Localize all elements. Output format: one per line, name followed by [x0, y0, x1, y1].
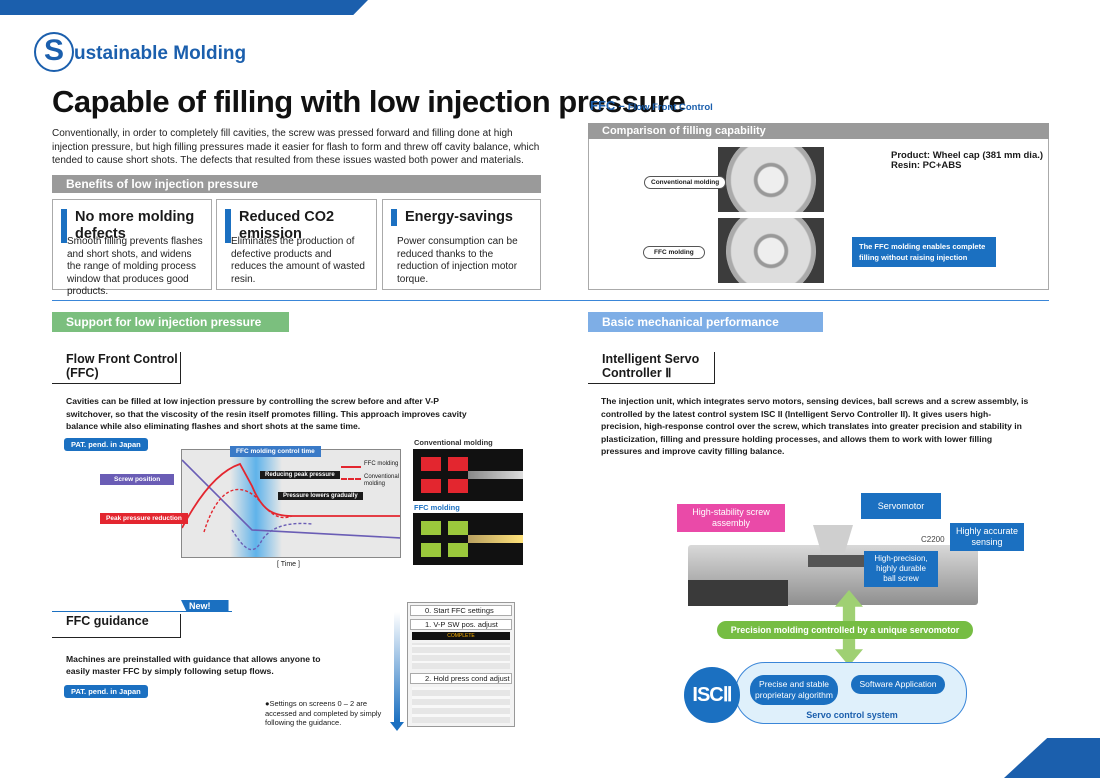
software-pill: Software Application: [851, 675, 945, 694]
callout-screw: High-stability screw assembly: [677, 504, 785, 532]
callout-ball-screw: High-precision, highly durable ball scre…: [864, 551, 938, 587]
ffc-mold-image: [413, 513, 523, 565]
benefit-title: Reduced CO2 emission: [225, 209, 376, 243]
callout-sensing: Highly accurate sensing: [950, 523, 1024, 551]
ffc-title: FFC − Flow Front Control: [590, 98, 713, 113]
benefit-title: No more molding defects: [61, 209, 211, 243]
algorithm-pill: Precise and stable proprietary algorithm: [750, 675, 838, 705]
lowers-gradually-label: Pressure lowers gradually: [278, 492, 363, 500]
callout-servo: Servomotor: [861, 493, 941, 519]
benefit-box-defects: No more molding defects Smooth filling p…: [52, 199, 212, 297]
product-text: Product: Wheel cap (381 mm dia.): [891, 150, 1044, 161]
wheel-cap-image-ffc: [718, 218, 824, 283]
patent-pending-badge: PAT. pend. in Japan: [64, 438, 148, 451]
servo-system-label: Servo control system: [806, 710, 898, 720]
pressure-chart: [181, 449, 401, 558]
pressure-curves: [182, 459, 400, 551]
support-heading: Support for low injection pressure: [52, 312, 289, 332]
flow-arrow: [394, 612, 400, 722]
legend-ffc: FFC molding: [364, 461, 399, 467]
ffc-pressure-curve: [182, 462, 400, 529]
page-title: Capable of filling with low injection pr…: [52, 84, 686, 119]
header-band: [0, 0, 368, 15]
flow-arrow-head: [390, 722, 404, 731]
divider: [52, 300, 1049, 301]
guidance-description: Machines are preinstalled with guidance …: [66, 654, 321, 676]
wheel-cap-image-conventional: [718, 147, 824, 212]
ffc-molding-label: FFC molding: [414, 503, 460, 512]
screen-params-2: [412, 687, 510, 723]
conventional-molding-label: Conventional molding: [414, 438, 493, 447]
legend-conventional: Conventional molding: [364, 474, 400, 487]
conventional-screw-curve: [231, 522, 313, 551]
benefit-title: Energy-savings: [391, 209, 513, 226]
benefit-text: Smooth filling prevents flashes and shor…: [67, 236, 203, 297]
benefits-heading: Benefits of low injection pressure: [52, 175, 541, 193]
machine-model: C2200: [921, 535, 945, 544]
new-line: [52, 611, 232, 612]
conventional-label: Conventional molding: [644, 176, 727, 189]
screen-params: [412, 643, 510, 669]
section-logo-text: ustainable Molding: [74, 43, 247, 64]
legend-ffc-swatch: [341, 466, 361, 468]
benefit-box-co2: Reduced CO2 emission Eliminates the prod…: [216, 199, 377, 290]
resin-text: Resin: PC+ABS: [891, 160, 962, 171]
logo-s-icon: S: [34, 32, 74, 72]
peak-reduction-label: Peak pressure reduction: [100, 513, 188, 524]
isc-logo: ISCⅡ: [684, 667, 740, 723]
guidance-note: ●Settings on screens 0 – 2 are accessed …: [265, 699, 382, 727]
conventional-mold-image: [413, 449, 523, 501]
corner-decoration: [1004, 738, 1100, 778]
comparison-panel: [588, 139, 1049, 290]
screen-row-start[interactable]: 0. Start FFC settings: [410, 605, 512, 616]
screw-position-label: Screw position: [100, 474, 175, 485]
control-time-label: FFC molding control time: [230, 446, 321, 457]
guidance-screen: 0. Start FFC settings 1. V-P SW pos. adj…: [407, 602, 515, 727]
screen-row-vp[interactable]: 1. V-P SW pos. adjust: [410, 619, 512, 630]
ffc-tab: Flow Front Control (FFC): [52, 352, 181, 384]
screw-position-curve: [182, 459, 400, 539]
isc-tab: Intelligent Servo Controller Ⅱ: [588, 352, 715, 384]
benefit-text: Eliminates the production of defective p…: [231, 236, 365, 285]
patent-pending-badge-2: PAT. pend. in Japan: [64, 685, 148, 698]
benefit-text: Power consumption can be reduced thanks …: [397, 236, 518, 285]
guidance-tab: FFC guidance: [52, 614, 181, 638]
screen-row-hold[interactable]: 2. Hold press cond adjust: [410, 673, 512, 684]
complete-bar: COMPLETE: [412, 632, 510, 640]
ffc-dash: −: [615, 101, 628, 113]
precision-bar: Precision molding controlled by a unique…: [717, 621, 973, 639]
new-badge: New!: [181, 600, 229, 612]
conventional-pressure-curve: [203, 488, 293, 533]
intro-text: Conventionally, in order to completely f…: [52, 128, 540, 166]
time-axis-label: [ Time ]: [277, 561, 300, 568]
ffc-abbr: FFC: [590, 98, 616, 113]
isc-description: The injection unit, which integrates ser…: [601, 396, 1029, 456]
legend-conv-swatch: [341, 478, 361, 480]
benefit-box-energy: Energy-savings Power consumption can be …: [382, 199, 541, 290]
comparison-heading: Comparison of filling capability: [588, 123, 1049, 139]
ffc-full-name: Flow Front Control: [627, 102, 713, 113]
ffc-result-flag: The FFC molding enables complete filling…: [852, 237, 996, 273]
reducing-peak-label: Reducing peak pressure: [260, 471, 340, 479]
ffc-label: FFC molding: [643, 246, 705, 259]
basic-heading: Basic mechanical performance: [588, 312, 823, 332]
ffc-description: Cavities can be filled at low injection …: [66, 396, 467, 431]
